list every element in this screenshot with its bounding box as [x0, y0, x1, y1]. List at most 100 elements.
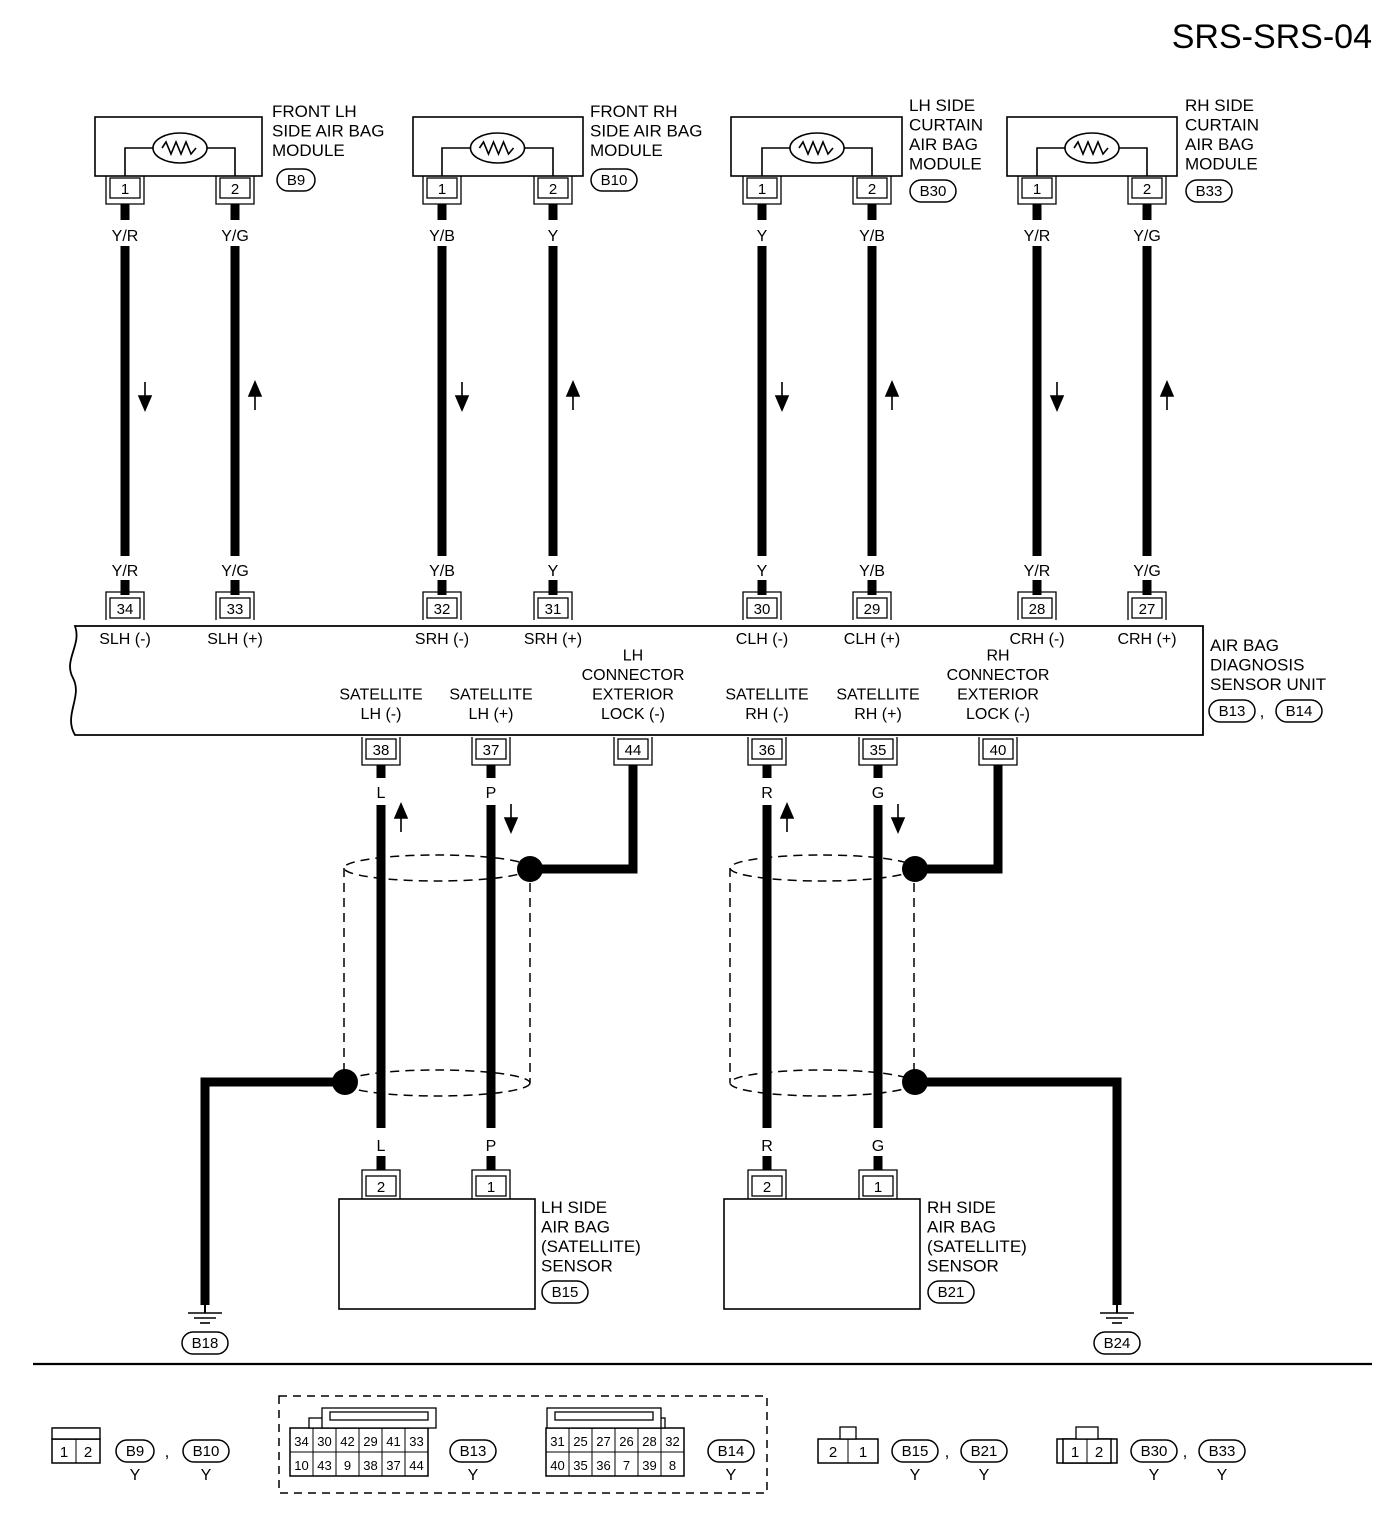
- legend-color: Y: [1149, 1467, 1160, 1484]
- satellite-wire-color-top: P: [486, 785, 497, 802]
- unit-pin-33-number: 33: [227, 601, 244, 618]
- unit-pin-28-number: 28: [1029, 601, 1046, 618]
- unit-connector-code-1-outline: [1208, 699, 1256, 723]
- legend-code-b13-outline: [449, 1439, 497, 1463]
- connector-cell-number: 34: [294, 1434, 308, 1449]
- sensor-pin-box: [475, 1175, 507, 1197]
- sensor-pin-number: 2: [763, 1179, 771, 1196]
- shield-1-bottom: [343, 1069, 531, 1097]
- module-4-pin-1-number: 1: [1033, 181, 1041, 198]
- unit-signal-33: SLH (+): [207, 631, 263, 648]
- unit-pin-30-number: 30: [754, 601, 771, 618]
- module-4-pin-2-box: [1131, 177, 1163, 199]
- unit-pin-40-number: 40: [990, 742, 1007, 759]
- unit-signal-40: CONNECTOR: [947, 667, 1050, 684]
- diagram-title: SRS-SRS-04: [1172, 18, 1372, 56]
- ground-left-code-outline: [181, 1331, 229, 1355]
- unit-pin-30: 30: [742, 591, 782, 620]
- unit-wire-color: Y/G: [221, 563, 249, 580]
- unit-signal-31: SRH (+): [524, 631, 582, 648]
- unit-pin-32: 32: [422, 591, 462, 620]
- module-4-internal-wire: [1036, 147, 1148, 176]
- unit-pin-31-bracket: [533, 591, 573, 620]
- module-3-signal-arrow: [884, 379, 900, 410]
- legend-code-b10-outline: [182, 1439, 230, 1463]
- unit-pin-29: 29: [852, 591, 892, 620]
- shield-1-top-junction: [517, 856, 543, 882]
- module-2-internal-wire: [441, 147, 554, 176]
- sensor-1-box: [338, 1198, 536, 1310]
- legend-color: Y: [1217, 1467, 1228, 1484]
- unit-connector-separator: ,: [1260, 702, 1265, 721]
- sensor-pin-number: 1: [487, 1179, 495, 1196]
- module-3-wire-color-top: Y/B: [859, 228, 885, 245]
- legend-code-b10: B10: [193, 1443, 220, 1460]
- connector-cell-number: 8: [669, 1458, 676, 1473]
- module-4-signal-arrow: [1049, 382, 1065, 413]
- module-3-pin-2-box: [856, 177, 888, 199]
- connector-cell: [404, 1451, 429, 1477]
- unit-signal-36: SATELLITE: [725, 687, 808, 704]
- connector-cell-number: 7: [623, 1458, 630, 1473]
- module-3-pin-2-number: 2: [868, 181, 876, 198]
- module-2-label: FRONT RH: [590, 102, 678, 121]
- module-1-connector-code: B9: [287, 172, 305, 189]
- shield-1-ground-wire: [200, 1077, 345, 1305]
- sensor-pin-box: [365, 1175, 397, 1197]
- shield-2-lock-wire: [915, 765, 1003, 874]
- module-3-internal-wire: [761, 147, 873, 176]
- legend-tab-outline: [51, 1427, 101, 1440]
- connector-cell-number: 10: [294, 1458, 308, 1473]
- legend-code-b13: B13: [460, 1443, 487, 1460]
- satellite-signal-arrow-38: [393, 801, 409, 832]
- legend-connector-b13-latch-inner: [329, 1411, 429, 1421]
- sensor-pin-bracket: [361, 1169, 401, 1199]
- unit-pin-40: 40: [978, 737, 1018, 766]
- unit-pin-44: 44: [613, 737, 653, 766]
- module-3-label: CURTAIN: [909, 116, 983, 135]
- legend-code-b33-outline: [1198, 1439, 1246, 1463]
- unit-pin-31: 31: [533, 591, 573, 620]
- connector-cell-number: 32: [665, 1434, 679, 1449]
- connector-cell-number: 2: [84, 1444, 92, 1461]
- module-3-label: LH SIDE: [909, 96, 975, 115]
- satellite-wire-color-top: R: [761, 785, 773, 802]
- unit-pin-33-box: [219, 597, 251, 619]
- module-1-squib: [152, 132, 208, 164]
- module-4-wire-color-top: Y/G: [1133, 228, 1161, 245]
- sensor-2-pin-2: 2: [747, 1169, 787, 1199]
- module-1-connector-code-outline: [276, 168, 316, 192]
- unit-label: SENSOR UNIT: [1210, 675, 1326, 694]
- module-1-label: MODULE: [272, 141, 345, 160]
- unit-signal-35: RH (+): [854, 706, 902, 723]
- connector-cell-number: 27: [596, 1434, 610, 1449]
- connector-cell-number: 9: [344, 1458, 351, 1473]
- module-1-signal-arrow: [247, 379, 263, 410]
- sensor-2-connector-code-outline: [927, 1280, 975, 1304]
- unit-pin-32-box: [426, 597, 458, 619]
- unit-wire-color: Y/R: [1024, 563, 1051, 580]
- module-3-connector-code: B30: [920, 183, 947, 200]
- legend-code-b9-outline: [115, 1439, 155, 1463]
- module-1-internal-wire: [124, 147, 236, 176]
- connector-cell-number: 41: [386, 1434, 400, 1449]
- unit-pin-34-box: [109, 597, 141, 619]
- unit-signal-40: RH: [986, 648, 1009, 665]
- unit-pin-29-number: 29: [864, 601, 881, 618]
- module-2-signal-arrow: [565, 379, 581, 410]
- unit-pin-40-box: [982, 738, 1014, 760]
- module-4-signal-arrow: [1159, 379, 1175, 410]
- connector-tab: [839, 1426, 857, 1440]
- unit-pin-38-number: 38: [373, 742, 390, 759]
- legend-color: Y: [468, 1467, 479, 1484]
- module-2-pin-2-box: [537, 177, 569, 199]
- legend-color: Y: [979, 1467, 990, 1484]
- unit-pin-33-bracket: [215, 591, 255, 620]
- unit-signal-29: CLH (+): [844, 631, 900, 648]
- module-4-label: AIR BAG: [1185, 135, 1254, 154]
- legend-dashed-enclosure: [278, 1395, 768, 1494]
- module-1-resistor-zigzag: [161, 139, 197, 157]
- module-1-label: SIDE AIR BAG: [272, 122, 384, 141]
- unit-signal-37: LH (+): [469, 706, 514, 723]
